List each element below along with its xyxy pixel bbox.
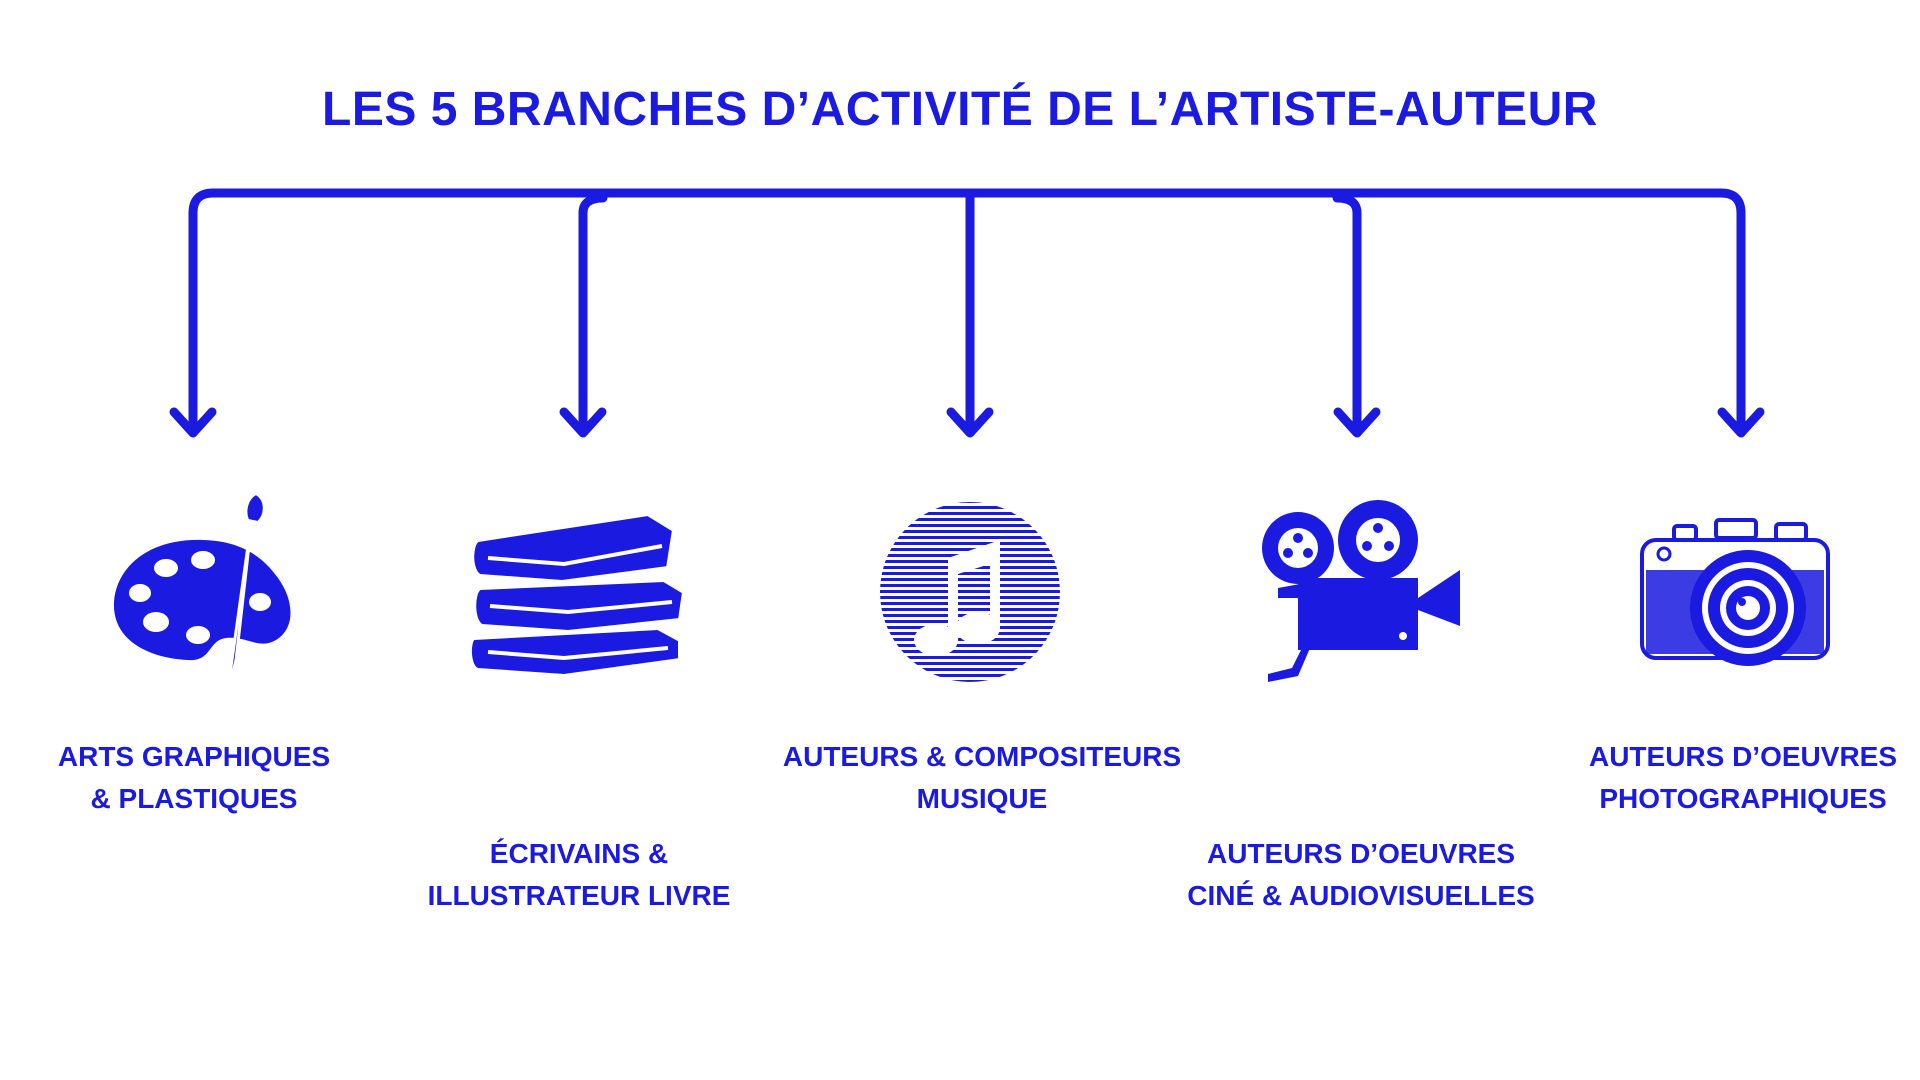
branch-4-line1: AUTEURS D’OEUVRES (1206, 838, 1516, 869)
branch-4-line2: CINÉ & AUDIOVISUELLES (1187, 880, 1535, 911)
branch-label-photo: AUTEURS D’OEUVRES PHOTOGRAPHIQUES (1513, 736, 1920, 820)
books-icon (468, 511, 687, 679)
music-note-icon (880, 502, 1060, 682)
connector-top-bar (188, 188, 1746, 435)
connector-branch-4 (1332, 193, 1362, 435)
branch-5-line2: PHOTOGRAPHIQUES (1599, 783, 1887, 814)
branch-2-line2: ILLUSTRATEUR LIVRE (427, 880, 731, 911)
branch-1-line1: ARTS GRAPHIQUES (57, 741, 331, 772)
branch-2-line1: ÉCRIVAINS & (489, 838, 669, 869)
photo-camera-icon (1640, 518, 1830, 666)
branch-label-musique: AUTEURS & COMPOSITEURS MUSIQUE (752, 736, 1212, 820)
branch-5-line1: AUTEURS D’OEUVRES (1588, 741, 1898, 772)
diagram-title: LES 5 BRANCHES D’ACTIVITÉ DE L’ARTISTE-A… (322, 83, 1598, 136)
connector-branch-2 (578, 193, 608, 435)
branch-label-ecrivains: ÉCRIVAINS & ILLUSTRATEUR LIVRE (349, 833, 809, 917)
arrowhead-5 (1717, 407, 1765, 438)
arrowhead-3 (946, 407, 994, 438)
branch-1-line2: & PLASTIQUES (90, 783, 298, 814)
branch-label-arts-graphiques: ARTS GRAPHIQUES & PLASTIQUES (0, 736, 424, 820)
branch-3-line1: AUTEURS & COMPOSITEURS (782, 741, 1182, 772)
arrowhead-2 (559, 407, 607, 438)
palette-icon (113, 492, 291, 701)
branch-3-line2: MUSIQUE (916, 783, 1048, 814)
branch-label-cine: AUTEURS D’OEUVRES CINÉ & AUDIOVISUELLES (1131, 833, 1591, 917)
arrowhead-4 (1333, 407, 1381, 438)
arrowhead-1 (169, 407, 217, 438)
film-camera-icon (1262, 500, 1460, 682)
